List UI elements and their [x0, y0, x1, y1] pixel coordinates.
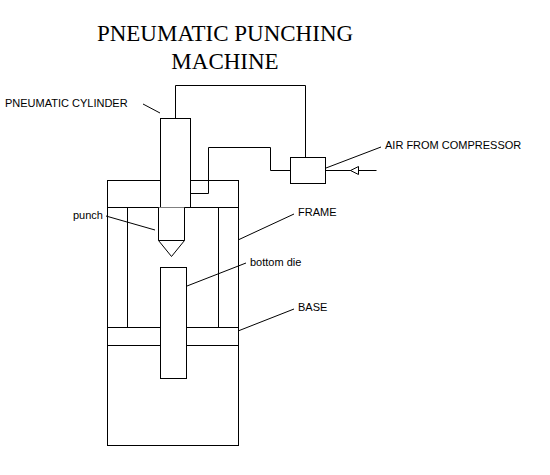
air-pipe [176, 86, 306, 158]
part-label: AIR FROM COMPRESSOR [385, 139, 521, 152]
control-valve [291, 158, 326, 184]
leader-line [326, 147, 381, 168]
frame-outline [108, 181, 239, 446]
punch [159, 240, 185, 241]
leader-line [106, 216, 155, 230]
leader-line [187, 263, 246, 286]
bottom-die [161, 268, 187, 379]
part-label: BASE [298, 301, 327, 314]
leader-line [238, 214, 294, 240]
frame-column [127, 208, 128, 328]
part-label: PNEUMATIC CYLINDER [5, 97, 128, 110]
part-label: FRAME [298, 206, 337, 219]
part-label: punch [73, 209, 103, 222]
title: PNEUMATIC PUNCHING MACHINE [95, 20, 355, 76]
part-label: bottom die [250, 256, 301, 269]
leader-line [143, 104, 160, 113]
leader-line [238, 309, 294, 331]
pneumatic-cylinder [161, 119, 191, 208]
air-pipe [191, 148, 291, 194]
punch [159, 208, 185, 257]
flow-arrow [351, 167, 359, 175]
frame-column [218, 208, 219, 328]
